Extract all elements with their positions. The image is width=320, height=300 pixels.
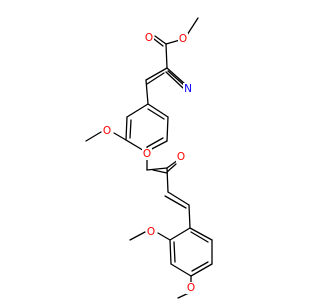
bond xyxy=(125,116,128,141)
atom-label: O xyxy=(145,32,153,44)
bond xyxy=(188,204,191,229)
atom-label: N xyxy=(184,83,192,95)
bond xyxy=(145,67,168,81)
bond xyxy=(166,163,177,173)
bond xyxy=(190,263,213,277)
bond xyxy=(173,241,176,263)
bond xyxy=(154,35,167,45)
bond xyxy=(186,17,199,36)
bond xyxy=(146,72,165,85)
atom-label: O xyxy=(177,151,185,163)
bond xyxy=(129,119,132,139)
bond xyxy=(165,43,168,69)
atom-o-methoxy-ring2-a: O xyxy=(146,226,156,238)
bond xyxy=(190,231,209,243)
atom-o-methoxy-ring2-b: O xyxy=(186,282,196,294)
atom-o-carbonyl-mid: O xyxy=(176,151,186,163)
bond xyxy=(164,195,187,209)
atom-o-methoxy-ring1: O xyxy=(102,125,112,137)
atom-o-carbonyl-top: O xyxy=(144,32,154,44)
bond xyxy=(145,79,149,105)
bond xyxy=(152,169,168,174)
bond xyxy=(146,137,164,148)
atom-label: O xyxy=(143,148,151,160)
molecule-structure: O O N O O O O O xyxy=(85,17,213,299)
atom-label: O xyxy=(187,282,195,294)
bond xyxy=(189,227,213,241)
atom-o-ester-methoxy: O xyxy=(178,33,188,45)
bond xyxy=(165,39,181,45)
bond xyxy=(169,239,172,265)
bond xyxy=(147,108,165,120)
bond xyxy=(191,261,209,272)
bond xyxy=(129,231,146,241)
bond xyxy=(166,167,169,193)
atom-label: O xyxy=(179,33,187,45)
atom-label: O xyxy=(103,125,111,137)
bond xyxy=(146,167,168,171)
bond xyxy=(169,227,191,241)
bond xyxy=(153,38,164,47)
atom-n-nitrile: N xyxy=(183,83,193,95)
bond xyxy=(157,232,171,241)
bond xyxy=(166,67,186,85)
bond xyxy=(166,116,169,142)
bond xyxy=(147,103,169,118)
atom-o-aryl-ester: O xyxy=(142,148,152,160)
bond xyxy=(85,131,102,142)
bond xyxy=(167,191,190,206)
atom-label-layer: O O N O O O O O xyxy=(102,32,196,294)
bond xyxy=(126,103,149,118)
atom-label: O xyxy=(147,226,155,238)
bond xyxy=(167,70,186,87)
bond xyxy=(113,132,127,141)
bond xyxy=(170,263,192,277)
bond xyxy=(165,71,184,89)
